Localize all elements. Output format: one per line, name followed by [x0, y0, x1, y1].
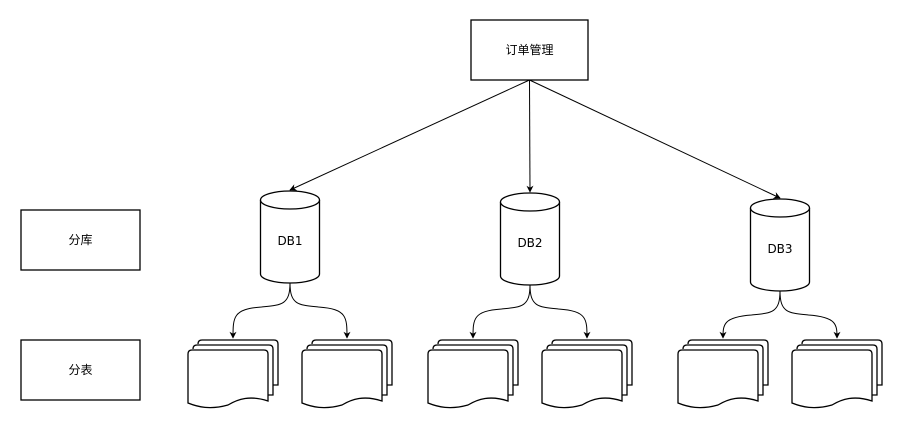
table-sheet-front	[187, 349, 269, 409]
database-db1-label: DB1	[277, 234, 302, 248]
database-db3-label: DB3	[767, 242, 792, 256]
cylinder-rim	[749, 207, 811, 218]
table-sheet-front	[427, 349, 509, 409]
cylinder-rim	[499, 201, 561, 212]
edge-root-to-db2	[526, 79, 534, 193]
root-node-label: 订单管理	[505, 42, 553, 57]
table-db3-2[interactable]	[791, 339, 883, 409]
edge-root-to-db1	[289, 79, 530, 191]
table-sheet-front	[677, 349, 759, 409]
edge-db3-to-table2	[779, 290, 841, 339]
cylinder-body	[749, 198, 811, 292]
cylinder-body	[499, 192, 561, 286]
legend-db-level[interactable]: 分库	[20, 209, 141, 271]
edge-db2-to-table2	[529, 284, 591, 339]
root-node[interactable]: 订单管理	[470, 19, 589, 81]
legend-table-level[interactable]: 分表	[20, 339, 141, 401]
edge-db2-to-table1	[469, 284, 531, 339]
cylinder-rim	[259, 199, 321, 210]
database-db2[interactable]: DB2	[499, 192, 561, 286]
table-db2-2[interactable]	[541, 339, 633, 409]
table-db3-1[interactable]	[677, 339, 769, 409]
table-db2-1[interactable]	[427, 339, 519, 409]
database-db3[interactable]: DB3	[749, 198, 811, 292]
table-sheet-front	[301, 349, 383, 409]
edge-db1-to-table2	[289, 282, 351, 339]
edge-db1-to-table1	[229, 282, 291, 339]
table-sheet-front	[791, 349, 873, 409]
legend-db-level-label: 分库	[68, 232, 92, 247]
table-db1-1[interactable]	[187, 339, 279, 409]
table-db1-2[interactable]	[301, 339, 393, 409]
edge-db3-to-table1	[719, 290, 781, 339]
cylinder-body	[259, 190, 321, 284]
legend-table-level-label: 分表	[68, 363, 92, 377]
table-sheet-front	[541, 349, 623, 409]
edge-root-to-db3	[529, 79, 781, 199]
database-db2-label: DB2	[517, 236, 542, 250]
database-db1[interactable]: DB1	[259, 190, 321, 284]
